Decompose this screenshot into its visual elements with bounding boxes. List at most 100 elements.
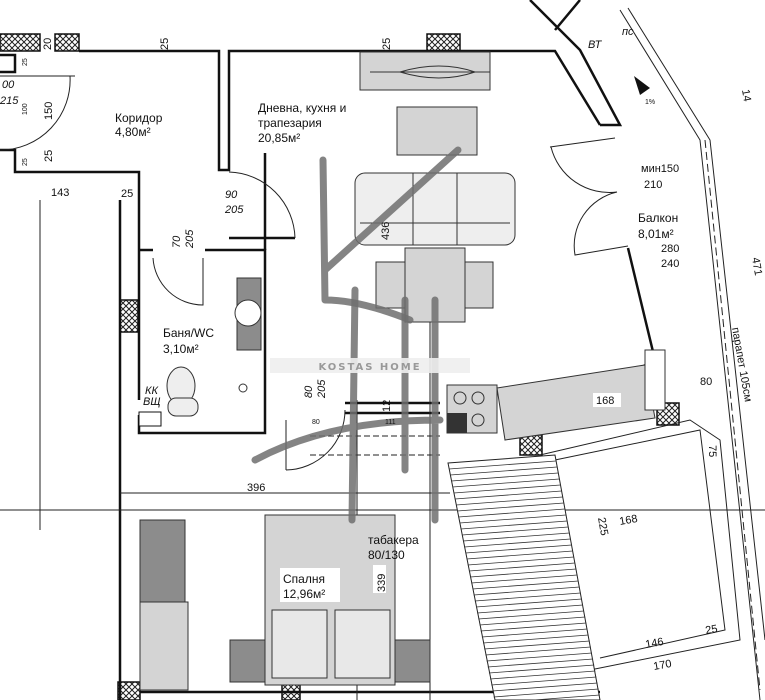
stair-tread	[528, 694, 600, 700]
column	[54, 33, 80, 52]
dimension-door-bath-h: 205	[184, 229, 196, 249]
dimension-d20: 20	[42, 38, 54, 50]
stair-tread	[490, 670, 596, 680]
slope-arrow-icon	[634, 76, 650, 95]
stair-tread	[486, 652, 592, 662]
dimension-d25-top-left: 25	[159, 38, 171, 50]
hatch-size: 80/130	[368, 548, 405, 562]
stair-tread	[488, 664, 595, 674]
dimension-d25-left: 25	[43, 150, 55, 162]
stair-tread	[448, 460, 556, 470]
stair-tread	[467, 556, 574, 566]
watermark-text: KOSTAS HOME	[318, 362, 421, 373]
stair-tread	[454, 490, 562, 500]
stair-tread	[459, 514, 567, 524]
dimension-door-living-h: 205	[224, 204, 244, 216]
stair-tread	[492, 682, 598, 692]
shower-icon	[238, 383, 248, 393]
dimension-d170: 170	[652, 658, 672, 673]
corridor-name: Коридор	[115, 111, 163, 125]
dimension-d12: 12	[381, 400, 393, 412]
dimension-door-entry-h: 215	[0, 95, 19, 107]
room-labels: Коридор 4,80м² Дневна, кухня и трапезари…	[115, 101, 678, 602]
parapet-label: парапет 105см	[729, 326, 754, 402]
dimension-door-living-w: 90	[225, 189, 238, 201]
dimension-d80-balcony: 80	[700, 376, 712, 388]
wardrobe-drawers	[139, 601, 189, 691]
stair-tread	[470, 568, 577, 578]
stair-tread	[471, 574, 578, 584]
stair-tread	[461, 526, 569, 536]
vt-label: ВТ	[588, 39, 603, 51]
stair-tread	[487, 658, 594, 668]
stair-tread	[465, 544, 572, 554]
dimension-d25-small-b: 25	[22, 158, 29, 166]
dimension-d111: 111	[385, 419, 396, 426]
dimension-d80-small: 80	[312, 419, 320, 426]
dimension-d143: 143	[51, 187, 69, 199]
stair-tread	[485, 646, 591, 656]
dimension-d339: 339	[376, 574, 388, 592]
staircase	[447, 454, 601, 700]
tv-unit	[359, 51, 491, 91]
dimension-balcony-door-h: 240	[661, 258, 679, 270]
stair-tread	[463, 532, 570, 542]
living-area: 20,85м²	[258, 131, 300, 145]
bedroom-name: Спалня	[283, 572, 325, 586]
corridor-area: 4,80м²	[115, 125, 151, 139]
dimension-d75: 75	[706, 445, 718, 457]
dimension-d14: 14	[739, 88, 753, 102]
dimension-d100-small: 100	[22, 103, 29, 115]
stair-tread	[483, 634, 589, 644]
bathroom-name: Баня/WC	[163, 326, 214, 340]
stair-tread	[450, 466, 558, 476]
bedroom-area: 12,96м²	[283, 587, 325, 601]
column	[117, 681, 141, 700]
doors	[0, 75, 629, 471]
dimension-door-entry-w: 00	[2, 79, 15, 91]
stair-tread	[480, 622, 587, 632]
kitchen-counter	[496, 364, 656, 441]
stair-tread	[457, 502, 564, 512]
stair-tread	[472, 580, 579, 590]
dimension-door-bath-w: 70	[171, 235, 183, 248]
stair-tread	[452, 478, 560, 488]
dimension-balcony-door-w: 280	[661, 243, 679, 255]
vsht-label: ВЩ	[143, 396, 161, 408]
stair-tread	[477, 604, 583, 614]
coffee-table	[396, 106, 478, 156]
sofa-icon	[354, 172, 516, 246]
furniture	[138, 51, 666, 691]
dimension-d168-kitchen: 168	[596, 395, 614, 407]
stair-tread	[491, 676, 597, 686]
dimension-balcony-min-h: 210	[644, 179, 662, 191]
dimensions: 20 25 25 150 25 100 25 25 143 25 00 215 …	[0, 38, 764, 673]
stair-tread	[484, 640, 590, 650]
dimension-balcony-min-w: мин150	[641, 163, 679, 175]
column	[0, 33, 41, 52]
stair-tread	[451, 472, 559, 482]
dimension-d436: 436	[380, 222, 392, 240]
stair-tread	[474, 592, 581, 602]
stair-tread	[481, 628, 588, 638]
stair-tread	[453, 484, 561, 494]
living-name-2: трапезария	[258, 116, 322, 130]
stair-tread	[473, 586, 580, 596]
stair-tread	[464, 538, 571, 548]
balcony-area: 8,01м²	[638, 227, 674, 241]
stair-tread	[468, 562, 576, 572]
column	[519, 434, 543, 456]
dimension-d25-bottom: 25	[704, 623, 718, 637]
living-name-1: Дневна, кухня и	[258, 101, 346, 115]
dimension-d225: 225	[595, 516, 610, 536]
ps-label: пс	[622, 26, 634, 38]
kk-label: КК	[145, 385, 158, 397]
stair-tread	[460, 520, 568, 530]
stair-tread	[458, 508, 565, 518]
column	[119, 299, 139, 333]
dimension-door-bed-h: 205	[316, 379, 328, 399]
balcony-name: Балкон	[638, 211, 678, 225]
sink-icon	[234, 299, 262, 327]
slope-label: 1%	[645, 99, 655, 106]
